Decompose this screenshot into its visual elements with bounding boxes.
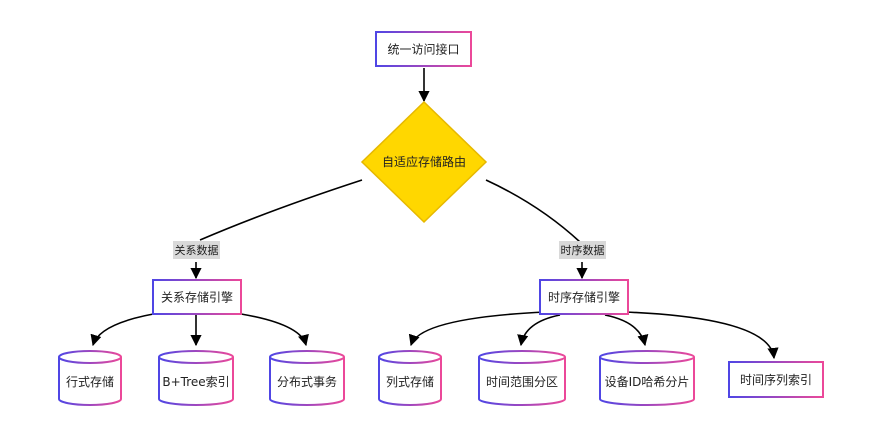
node-adaptive-router[interactable]: 自适应存储路由 xyxy=(360,100,488,224)
edge-label-relational-bg xyxy=(173,241,220,259)
edge-router-to-timeseries-label xyxy=(485,179,581,243)
node-ts-index-label: 时间序列索引 xyxy=(740,372,812,387)
edge-timeseries-to-ts-index xyxy=(624,311,779,360)
edge-timeseries-to-hash-shard xyxy=(604,314,649,347)
edge-timeseries-to-time-partition xyxy=(517,314,561,347)
node-time-range-partition-top xyxy=(478,350,566,364)
node-device-hash-shard[interactable]: 设备ID哈希分片 xyxy=(599,350,695,406)
edge-timeseries-to-column-storage xyxy=(408,311,546,347)
node-timeseries-engine[interactable]: 时序存储引擎 xyxy=(539,279,629,315)
node-unified-access-label: 统一访问接口 xyxy=(387,42,459,57)
node-timeseries-engine-label: 时序存储引擎 xyxy=(548,290,620,305)
node-column-storage-body xyxy=(378,357,442,406)
node-row-storage[interactable]: 行式存储 xyxy=(58,350,122,406)
node-relational-engine[interactable]: 关系存储引擎 xyxy=(152,279,242,315)
node-btree-index-label: B+Tree索引 xyxy=(162,375,229,389)
edge-label-timeseries: 时序数据 xyxy=(559,241,606,259)
edge-label-timeseries-text: 时序数据 xyxy=(561,243,605,257)
node-device-hash-shard-top xyxy=(599,350,695,364)
node-adaptive-router-label: 自适应存储路由 xyxy=(382,154,466,169)
edge-label-relational: 关系数据 xyxy=(173,241,220,259)
node-btree-index-body xyxy=(158,357,234,406)
node-btree-index[interactable]: B+Tree索引 xyxy=(158,350,234,406)
node-unified-access[interactable]: 统一访问接口 xyxy=(375,31,472,67)
node-distributed-tx-body xyxy=(269,357,345,406)
node-distributed-tx-label: 分布式事务 xyxy=(277,374,337,389)
edge-label-timeseries-bg xyxy=(559,241,606,259)
node-row-storage-body xyxy=(58,357,122,406)
node-time-range-partition[interactable]: 时间范围分区 xyxy=(478,350,566,406)
edge-relational-to-row-storage xyxy=(90,311,166,347)
node-adaptive-router-diamond xyxy=(360,100,488,224)
node-column-storage[interactable]: 列式存储 xyxy=(378,350,442,406)
node-ts-index-box xyxy=(728,361,824,398)
node-time-range-partition-body xyxy=(478,357,566,406)
node-relational-engine-label: 关系存储引擎 xyxy=(161,290,233,305)
node-timeseries-engine-box xyxy=(539,279,629,315)
edge-relational-to-distributed-tx xyxy=(227,311,309,347)
node-column-storage-top xyxy=(378,350,442,364)
node-column-storage-label: 列式存储 xyxy=(386,374,434,389)
node-distributed-tx-top xyxy=(269,350,345,364)
node-unified-access-box xyxy=(375,31,472,67)
node-device-hash-shard-body xyxy=(599,357,695,406)
node-time-range-partition-label: 时间范围分区 xyxy=(486,375,558,389)
node-row-storage-label: 行式存储 xyxy=(66,374,114,389)
edge-router-to-relational-label xyxy=(199,179,363,241)
node-distributed-tx[interactable]: 分布式事务 xyxy=(269,350,345,406)
edge-label-relational-text: 关系数据 xyxy=(175,243,219,257)
node-ts-index[interactable]: 时间序列索引 xyxy=(728,361,824,398)
node-relational-engine-box xyxy=(152,279,242,315)
node-device-hash-shard-label: 设备ID哈希分片 xyxy=(605,374,690,389)
node-btree-index-top xyxy=(158,350,234,364)
node-row-storage-top xyxy=(58,350,122,364)
